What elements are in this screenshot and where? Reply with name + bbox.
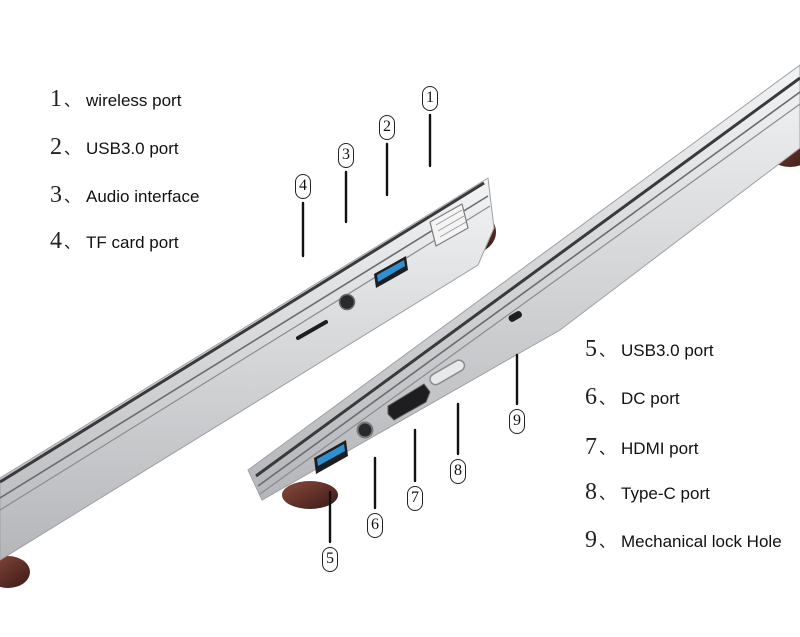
laptop-left-side	[0, 177, 496, 588]
legend-separator: 、	[599, 389, 616, 408]
tf-card-slot	[296, 320, 328, 340]
legend-number: 7	[585, 434, 597, 460]
dc-port	[356, 421, 374, 439]
lid-seam	[255, 76, 800, 478]
legend-item-audio-interface: 3 、 Audio interface	[50, 182, 199, 209]
legend-number: 9	[585, 527, 597, 553]
legend-number: 3	[50, 182, 62, 208]
lid-seam	[259, 103, 800, 495]
legend-separator: 、	[64, 139, 81, 158]
legend-text: USB3.0 port	[86, 139, 179, 158]
usb-port	[314, 440, 348, 474]
usb-port	[374, 256, 408, 288]
lid-seam	[257, 91, 800, 487]
callout-3: 3	[338, 143, 354, 168]
legend-separator: 、	[599, 341, 616, 360]
legend-text: USB3.0 port	[621, 341, 714, 360]
legend-separator: 、	[64, 187, 81, 206]
legend-number: 2	[50, 134, 62, 160]
legend-text: Mechanical lock Hole	[621, 532, 782, 551]
callout-8: 8	[450, 459, 466, 484]
callout-5: 5	[322, 547, 338, 572]
audio-jack	[338, 293, 356, 311]
legend-separator: 、	[599, 439, 616, 458]
hdmi-port	[387, 383, 431, 421]
legend-text: TF card port	[86, 233, 179, 252]
rubber-foot	[282, 481, 338, 509]
legend-item-usb-port: 2 、 USB3.0 port	[50, 134, 179, 161]
legend-item-dc-port: 6 、 DC port	[585, 384, 680, 411]
legend-text: Type-C port	[621, 484, 710, 503]
legend-text: DC port	[621, 389, 680, 408]
legend-number: 1	[50, 86, 62, 112]
legend-item-hdmi-port: 7 、 HDMI port	[585, 434, 698, 461]
legend-number: 5	[585, 336, 597, 362]
callout-9: 9	[509, 409, 525, 434]
lock-hole	[508, 311, 522, 322]
wireless-port	[429, 203, 469, 247]
legend-item-usb-port-right: 5 、 USB3.0 port	[585, 336, 714, 363]
legend-separator: 、	[64, 233, 81, 252]
legend-item-lock-hole: 9 、 Mechanical lock Hole	[585, 527, 782, 554]
legend-item-tf-card-port: 4 、 TF card port	[50, 228, 179, 255]
legend-item-wireless-port: 1 、 wireless port	[50, 86, 181, 113]
legend-separator: 、	[599, 532, 616, 551]
callout-6: 6	[367, 513, 383, 538]
legend-separator: 、	[64, 91, 81, 110]
legend-item-type-c-port: 8 、 Type-C port	[585, 479, 710, 506]
callout-7: 7	[407, 486, 423, 511]
legend-text: HDMI port	[621, 439, 699, 458]
legend-separator: 、	[599, 484, 616, 503]
legend-text: wireless port	[86, 91, 182, 110]
callout-4: 4	[295, 174, 311, 199]
lid-seam	[0, 195, 489, 499]
legend-number: 8	[585, 479, 597, 505]
callout-2: 2	[379, 115, 395, 140]
laptop-right-side	[247, 64, 800, 509]
legend-number: 4	[50, 228, 62, 254]
lid-seam	[0, 205, 491, 511]
rubber-foot	[0, 556, 30, 588]
laptop-body	[0, 177, 495, 561]
type-c-port	[429, 359, 466, 386]
leader-lines	[301, 113, 519, 544]
legend-number: 6	[585, 384, 597, 410]
legend-text: Audio interface	[86, 187, 200, 206]
callout-1: 1	[422, 86, 438, 111]
laptop-body	[247, 64, 800, 501]
lid-seam	[0, 181, 485, 484]
